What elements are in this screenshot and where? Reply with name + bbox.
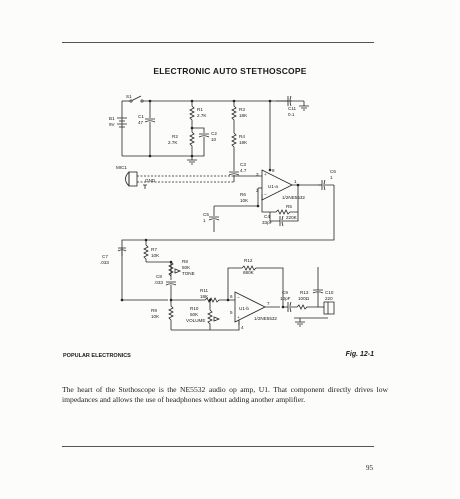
op-amp-u1b [171, 265, 335, 331]
label-r8: R8 [182, 259, 188, 264]
c5-section [208, 204, 260, 232]
label-r11: R11 [200, 288, 209, 293]
label-c6: C6 [330, 169, 336, 174]
label-r13: R13 [300, 290, 309, 295]
label-plus-b: + [237, 315, 240, 320]
label-r7-value: 10K [151, 253, 160, 258]
label-c3: C3 [240, 162, 246, 167]
label-r6-value: 10K [240, 198, 249, 203]
op-amp-u1a [261, 168, 334, 227]
label-minus-a: − [264, 192, 267, 197]
label-r11-value: 18K [200, 294, 209, 299]
label-gnd: GND [145, 178, 156, 183]
label-minus-b: − [237, 295, 240, 300]
label-r2: R2 [172, 134, 178, 139]
label-c2-value: 10 [211, 137, 217, 142]
label-r2-value: 2.7K [168, 140, 178, 145]
label-c9: C9 [282, 290, 288, 295]
label-r9: R9 [151, 308, 157, 313]
label-b1-value: 9V [109, 122, 116, 127]
label-r7: R7 [151, 247, 157, 252]
label-c5: C5 [203, 212, 209, 217]
label-c10: C10 [325, 290, 334, 295]
label-c9-value: 10pF [280, 296, 291, 301]
label-r10-value: 50K [190, 312, 199, 317]
credit-label: POPULAR ELECTRONICS [63, 353, 131, 359]
label-c1: C1 [138, 114, 144, 119]
label-c3-value: 4.7 [240, 168, 247, 173]
label-r12: R12 [244, 258, 253, 263]
label-c6-value: 1 [330, 175, 333, 180]
label-c1-value: 47 [138, 120, 144, 125]
label-u1b: U1-b [239, 306, 249, 311]
label-r8-name: TONE [182, 271, 195, 276]
label-c7-value: .033 [100, 260, 109, 265]
mic-input-section [125, 158, 262, 206]
figure-label: Fig. 12-1 [345, 351, 374, 358]
bias-network [144, 95, 309, 170]
label-r5-value: 220K [286, 215, 298, 220]
schematic-labels: S1 B1 9V C1 47 R1 2.7K R2 2.7K C2 10 R3 … [100, 94, 336, 330]
battery-switch-section [117, 95, 292, 165]
label-pin4: 4 [241, 325, 244, 330]
label-r4-value: 18K [239, 140, 248, 145]
label-r1: R1 [197, 107, 203, 112]
label-r5: R5 [286, 204, 292, 209]
label-u1a-part: 1/2NE5532 [282, 195, 305, 200]
label-plus-a: + [264, 172, 267, 177]
label-u1a: U1-a [268, 184, 278, 189]
caption-text: The heart of the Stethoscope is the NE55… [62, 385, 388, 404]
label-r3: R3 [239, 107, 245, 112]
bottom-rule [62, 446, 374, 447]
page-number: 95 [366, 464, 373, 472]
label-u1b-part: 1/2NE5532 [254, 316, 277, 321]
label-c7: C7 [102, 254, 108, 259]
label-r4: R4 [239, 134, 245, 139]
label-c5-value: 1 [203, 218, 206, 223]
label-c10-value: 220 [325, 296, 333, 301]
tone-network [117, 185, 335, 330]
label-r8-value: 50K [182, 265, 191, 270]
label-pin5: 5 [230, 310, 233, 315]
label-pin6: 6 [230, 294, 233, 299]
label-r13-value: 100Ω [298, 296, 310, 301]
label-pin3: 3 [256, 172, 259, 177]
label-c4-value: 33pF [262, 220, 273, 225]
label-c2: C2 [211, 131, 217, 136]
label-r6: R6 [240, 192, 246, 197]
label-c11: C11 [288, 106, 297, 111]
label-pin2: 2 [256, 188, 259, 193]
label-mic1: MIC1 [116, 165, 127, 170]
label-s1: S1 [126, 94, 132, 99]
diagram-title: ELECTRONIC AUTO STETHOSCOPE [153, 66, 307, 76]
label-r1-value: 2.7K [197, 113, 207, 118]
label-pin8: 8 [272, 168, 275, 173]
label-r3-value: 18K [239, 113, 248, 118]
label-b1: B1 [109, 116, 115, 121]
label-c11-value: 0.1 [288, 112, 295, 117]
label-pin1: 1 [294, 179, 297, 184]
label-r10: R10 [190, 306, 199, 311]
label-c8-value: .033 [154, 280, 163, 285]
label-r10-name: VOLUME [186, 318, 205, 323]
label-r9-value: 10K [151, 314, 160, 319]
label-r12-value: 680K [243, 270, 255, 275]
label-c8: C8 [156, 274, 162, 279]
label-c4: C4 [264, 214, 270, 219]
label-pin7: 7 [267, 301, 270, 306]
top-rule [62, 42, 374, 43]
